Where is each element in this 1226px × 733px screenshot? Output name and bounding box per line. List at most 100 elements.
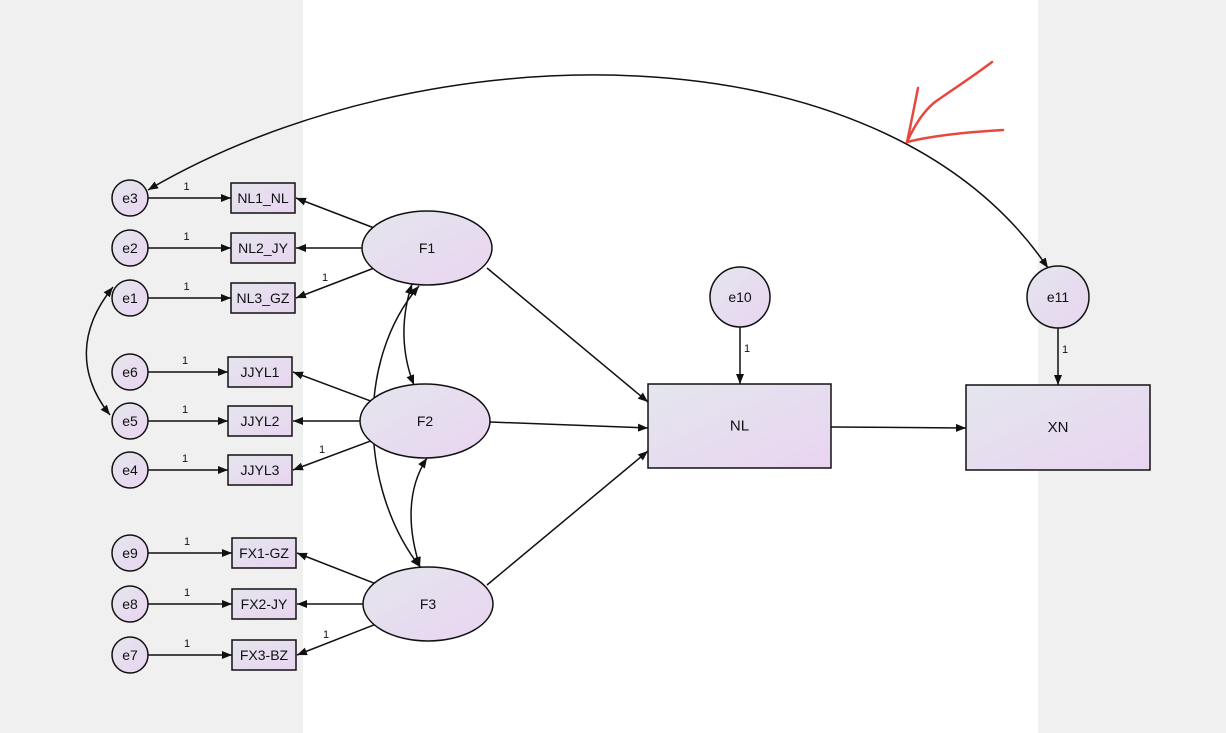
loading-f1-to-nl3-gz[interactable]	[295, 267, 374, 299]
cov-e1-e5[interactable]	[85, 286, 114, 416]
regression-weight: 1	[744, 343, 750, 355]
error-circle[interactable]	[111, 279, 149, 317]
regression-weight: 1	[182, 404, 188, 416]
latent-f1[interactable]: F1	[361, 210, 493, 286]
latent-f2[interactable]: F2	[359, 383, 491, 459]
indicator-box[interactable]	[227, 356, 293, 388]
regression-weight: 1	[184, 638, 190, 650]
error-label: e3	[122, 190, 138, 206]
observed-box[interactable]	[647, 383, 832, 469]
indicator-box[interactable]	[231, 537, 297, 569]
error-e8[interactable]: e8	[111, 585, 149, 623]
indicator-nl2-jy[interactable]: NL2_JY	[230, 232, 296, 264]
indicator-label: FX2-JY	[241, 596, 288, 612]
indicator-jjyl3[interactable]: JJYL3	[227, 454, 293, 486]
error-e3[interactable]: e3	[111, 179, 149, 217]
error-e11[interactable]: e11	[1026, 265, 1090, 329]
indicator-box[interactable]	[231, 588, 297, 620]
observed-nl[interactable]: NL	[647, 383, 832, 469]
error-label: e1	[122, 290, 138, 306]
observed-box[interactable]	[965, 384, 1151, 471]
error-label: e10	[728, 289, 752, 305]
regression-weight: 1	[182, 453, 188, 465]
latent-label: F3	[420, 596, 437, 612]
cov-e3-e11[interactable]	[147, 74, 1049, 269]
regression-weight: 1	[1062, 344, 1068, 356]
error-circle[interactable]	[111, 402, 149, 440]
indicator-label: NL1_NL	[237, 190, 289, 206]
regression-weight: 1	[183, 231, 189, 243]
path-f1-to-nl[interactable]	[486, 267, 649, 403]
error-label: e11	[1047, 289, 1070, 305]
indicator-nl1-nl[interactable]: NL1_NL	[230, 182, 296, 214]
loading-f3-to-fx3-bz[interactable]	[296, 624, 375, 656]
error-e4[interactable]: e4	[111, 451, 149, 489]
error-e6[interactable]: e6	[111, 353, 149, 391]
error-e1[interactable]: e1	[111, 279, 149, 317]
path-f2-to-nl[interactable]	[489, 421, 649, 432]
observed-xn[interactable]: XN	[965, 384, 1151, 471]
indicator-fx1-gz[interactable]: FX1-GZ	[231, 537, 297, 569]
indicator-box[interactable]	[230, 182, 296, 214]
loading-f2-to-jjyl1[interactable]	[292, 371, 371, 402]
loading-weight: 1	[319, 444, 325, 456]
indicator-label: FX1-GZ	[239, 545, 289, 561]
error-circle[interactable]	[111, 585, 149, 623]
regression-weight: 1	[184, 587, 190, 599]
error-circle[interactable]	[709, 266, 771, 328]
observed-label: XN	[1048, 419, 1069, 436]
latent-label: F1	[419, 240, 436, 256]
error-circle[interactable]	[111, 534, 149, 572]
indicator-box[interactable]	[230, 282, 296, 314]
indicator-label: NL3_GZ	[237, 290, 290, 306]
indicator-label: FX3-BZ	[240, 647, 289, 663]
latent-ellipse[interactable]	[361, 210, 493, 286]
regression-weight: 1	[184, 536, 190, 548]
indicator-label: JJYL2	[241, 413, 280, 429]
path-f3-to-nl[interactable]	[486, 450, 649, 586]
regression-weight: 1	[182, 355, 188, 367]
error-label: e8	[122, 596, 138, 612]
indicator-box[interactable]	[230, 232, 296, 264]
indicator-jjyl1[interactable]: JJYL1	[227, 356, 293, 388]
error-label: e7	[122, 647, 138, 663]
indicator-box[interactable]	[227, 454, 293, 486]
error-e9[interactable]: e9	[111, 534, 149, 572]
error-label: e9	[122, 545, 138, 561]
regression-weight: 1	[183, 281, 189, 293]
observed-label: NL	[730, 418, 749, 435]
error-circle[interactable]	[111, 451, 149, 489]
latent-ellipse[interactable]	[362, 566, 494, 642]
error-circle[interactable]	[1026, 265, 1090, 329]
error-label: e5	[122, 413, 138, 429]
latent-ellipse[interactable]	[359, 383, 491, 459]
error-circle[interactable]	[111, 636, 149, 674]
indicator-fx2-jy[interactable]: FX2-JY	[231, 588, 297, 620]
indicator-fx3-bz[interactable]: FX3-BZ	[231, 639, 297, 671]
error-e7[interactable]: e7	[111, 636, 149, 674]
indicator-label: JJYL1	[241, 364, 280, 380]
path-nl-to-xn[interactable]	[830, 423, 967, 432]
error-e10[interactable]: e10	[709, 266, 771, 328]
loading-weight: 1	[323, 629, 329, 641]
indicator-jjyl2[interactable]: JJYL2	[227, 405, 293, 437]
regression-weight: 1	[183, 181, 189, 193]
error-circle[interactable]	[111, 179, 149, 217]
loading-weight: 1	[322, 272, 328, 284]
error-circle[interactable]	[111, 353, 149, 391]
indicator-nl3-gz[interactable]: NL3_GZ	[230, 282, 296, 314]
indicator-box[interactable]	[227, 405, 293, 437]
error-circle[interactable]	[111, 229, 149, 267]
error-e5[interactable]: e5	[111, 402, 149, 440]
indicator-box[interactable]	[231, 639, 297, 671]
indicator-label: NL2_JY	[238, 240, 288, 256]
error-label: e4	[122, 462, 138, 478]
loading-f2-to-jjyl3[interactable]	[292, 440, 371, 471]
loading-f3-to-fx1-gz[interactable]	[296, 552, 375, 584]
error-e2[interactable]: e2	[111, 229, 149, 267]
error-label: e2	[122, 240, 138, 256]
latent-label: F2	[417, 413, 434, 429]
latent-f3[interactable]: F3	[362, 566, 494, 642]
